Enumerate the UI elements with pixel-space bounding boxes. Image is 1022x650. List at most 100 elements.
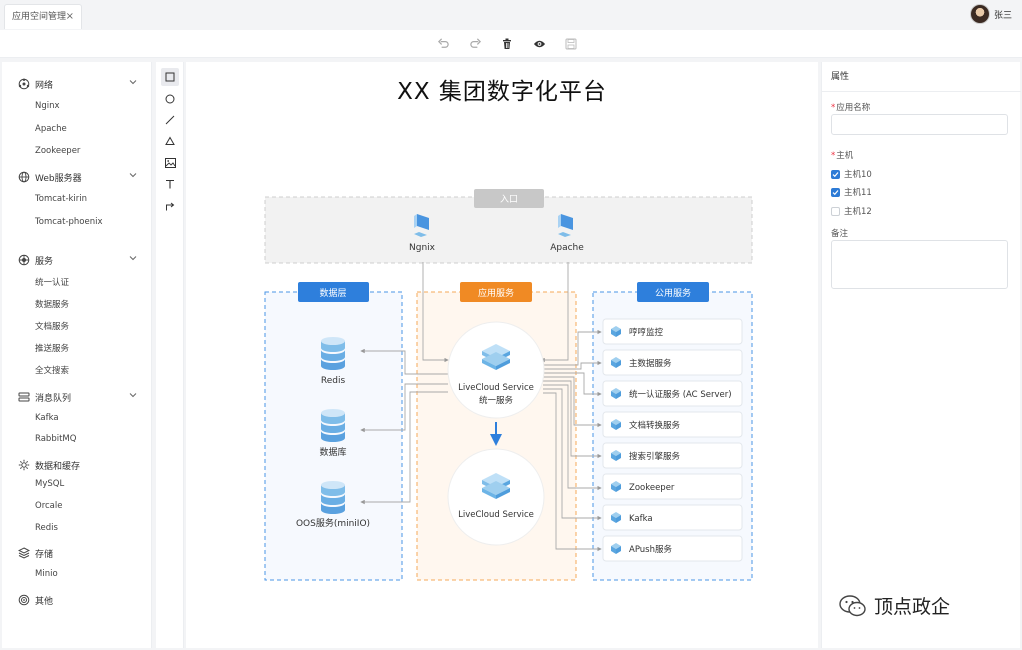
text-tool-icon[interactable] — [161, 175, 179, 193]
chevron-down-icon[interactable] — [128, 77, 138, 87]
watermark-text: 顶点政企 — [874, 596, 951, 618]
redo-icon[interactable] — [467, 36, 483, 52]
diagram-title: XX 集团数字化平台 — [397, 79, 607, 105]
chevron-down-icon[interactable] — [128, 170, 138, 180]
tab-app-space[interactable]: 应用空间管理 × — [4, 4, 82, 29]
public-service-label: Kafka — [629, 514, 653, 524]
entry-label: 入口 — [500, 194, 518, 205]
group-label: 数据和缓存 — [35, 462, 81, 472]
storage-icon — [18, 547, 30, 559]
sidebar-group-message-queue[interactable]: 消息队列 — [2, 387, 152, 407]
public-service-item[interactable]: 搜索引擎服务 — [602, 442, 743, 469]
sidebar-item-mysql[interactable]: MySQL — [35, 479, 65, 489]
sidebar-group-other[interactable]: 其他 — [2, 590, 152, 610]
design-canvas[interactable]: XX 集团数字化平台 — [186, 62, 818, 648]
app-name-input[interactable] — [831, 114, 1008, 135]
sidebar-item-push-service[interactable]: 推送服务 — [35, 344, 70, 354]
group-label: 网络 — [35, 81, 54, 91]
sidebar-group-network[interactable]: 网络 — [2, 74, 152, 94]
component-sidebar: 网络 Nginx Apache Zookeeper Web服务器 Tomcat-… — [2, 62, 152, 648]
public-service-item[interactable]: 文档转换服务 — [602, 411, 743, 438]
editor-toolbar — [0, 30, 1022, 58]
tab-label: 应用空间管理 — [12, 12, 67, 22]
public-service-label-bg — [637, 282, 709, 302]
sidebar-item-apache[interactable]: Apache — [35, 124, 67, 134]
user-name: 张三 — [993, 10, 1012, 21]
host-label-11: 主机11 — [844, 188, 872, 198]
sidebar-item-zookeeper[interactable]: Zookeeper — [35, 146, 81, 156]
public-service-label: 搜索引擎服务 — [629, 451, 681, 462]
chevron-down-icon[interactable] — [128, 253, 138, 263]
public-service-item[interactable]: APush服务 — [602, 535, 743, 562]
line-tool-icon[interactable] — [161, 111, 179, 129]
sidebar-item-orcale[interactable]: Orcale — [35, 501, 63, 511]
data-layer-label: 数据层 — [319, 287, 346, 299]
image-tool-icon[interactable] — [161, 154, 179, 172]
public-service-item[interactable]: 主数据服务 — [602, 349, 743, 376]
shape-toolbar — [156, 62, 184, 648]
oos-node-label: OOS服务(miniIO) — [296, 517, 370, 529]
public-service-item[interactable]: 哼哼监控 — [602, 318, 743, 345]
redis-node-label: Redis — [321, 376, 346, 386]
sidebar-group-service[interactable]: 服务 — [2, 250, 152, 270]
app-service-label-bg — [460, 282, 532, 302]
wechat-watermark: 顶点政企 — [838, 592, 950, 619]
public-service-label: 哼哼监控 — [629, 327, 664, 338]
notes-label: 备注 — [831, 229, 849, 239]
database-node-label: 数据库 — [319, 446, 346, 458]
save-icon[interactable] — [563, 36, 579, 52]
checkbox-checked-icon[interactable] — [831, 187, 840, 197]
data-cache-icon — [18, 459, 30, 471]
public-service-item[interactable]: Kafka — [602, 504, 743, 531]
host-label-12: 主机12 — [844, 207, 872, 217]
public-service-label: APush服务 — [629, 544, 672, 555]
sidebar-item-data-service[interactable]: 数据服务 — [35, 300, 70, 310]
triangle-tool-icon[interactable] — [161, 132, 179, 150]
public-service-label: 主数据服务 — [629, 358, 672, 369]
user-menu[interactable]: 张三 — [969, 3, 1012, 25]
public-service-label: 文档转换服务 — [629, 420, 681, 431]
entry-label-bg — [474, 189, 544, 208]
host-checkbox-12[interactable]: 主机12 — [831, 205, 872, 217]
sidebar-item-tomcat-kirin[interactable]: Tomcat-kirin — [35, 194, 88, 204]
undo-icon[interactable] — [435, 36, 451, 52]
checkbox-unchecked-icon[interactable] — [831, 206, 840, 216]
connector-tool-icon[interactable] — [161, 196, 179, 214]
sidebar-item-doc-service[interactable]: 文档服务 — [35, 322, 70, 332]
livecloud-unified-node[interactable] — [447, 321, 545, 419]
host-checkbox-10[interactable]: 主机10 — [831, 168, 872, 180]
tab-close-icon[interactable]: × — [65, 11, 74, 22]
rectangle-tool-icon[interactable] — [161, 68, 179, 86]
host-label-10: 主机10 — [844, 170, 872, 180]
web-server-icon — [18, 171, 30, 183]
group-label: 其他 — [35, 597, 54, 607]
sidebar-item-auth[interactable]: 统一认证 — [35, 278, 70, 288]
data-layer-label-bg — [298, 282, 369, 302]
host-checkbox-11[interactable]: 主机11 — [831, 186, 872, 198]
queue-icon — [18, 392, 30, 402]
sidebar-item-minio[interactable]: Minio — [35, 569, 58, 579]
sidebar-item-redis[interactable]: Redis — [35, 523, 58, 533]
group-label: 存储 — [35, 550, 54, 560]
app-service-label: 应用服务 — [478, 287, 514, 299]
sidebar-item-nginx[interactable]: Nginx — [35, 101, 60, 111]
apache-node-label: Apache — [550, 243, 584, 253]
sidebar-item-fulltext-search[interactable]: 全文搜索 — [35, 366, 70, 376]
checkbox-checked-icon[interactable] — [831, 169, 840, 179]
public-service-item[interactable]: Zookeeper — [602, 473, 743, 500]
nginx-node-label: Ngnix — [409, 243, 436, 253]
sidebar-item-tomcat-phoenix[interactable]: Tomcat-phoenix — [35, 217, 103, 227]
sidebar-group-web-server[interactable]: Web服务器 — [2, 167, 152, 187]
sidebar-group-storage[interactable]: 存储 — [2, 543, 152, 563]
public-service-item[interactable]: 统一认证服务 (AC Server) — [602, 380, 743, 407]
other-icon — [18, 594, 30, 606]
sidebar-item-rabbitmq[interactable]: RabbitMQ — [35, 434, 77, 444]
host-label: *主机 — [831, 151, 854, 161]
notes-textarea[interactable] — [831, 240, 1008, 289]
preview-icon[interactable] — [531, 36, 547, 52]
circle-tool-icon[interactable] — [161, 90, 179, 108]
sidebar-item-kafka[interactable]: Kafka — [35, 413, 59, 423]
chevron-down-icon[interactable] — [128, 390, 138, 400]
sidebar-group-data-cache[interactable]: 数据和缓存 — [2, 455, 152, 475]
delete-icon[interactable] — [499, 36, 515, 52]
